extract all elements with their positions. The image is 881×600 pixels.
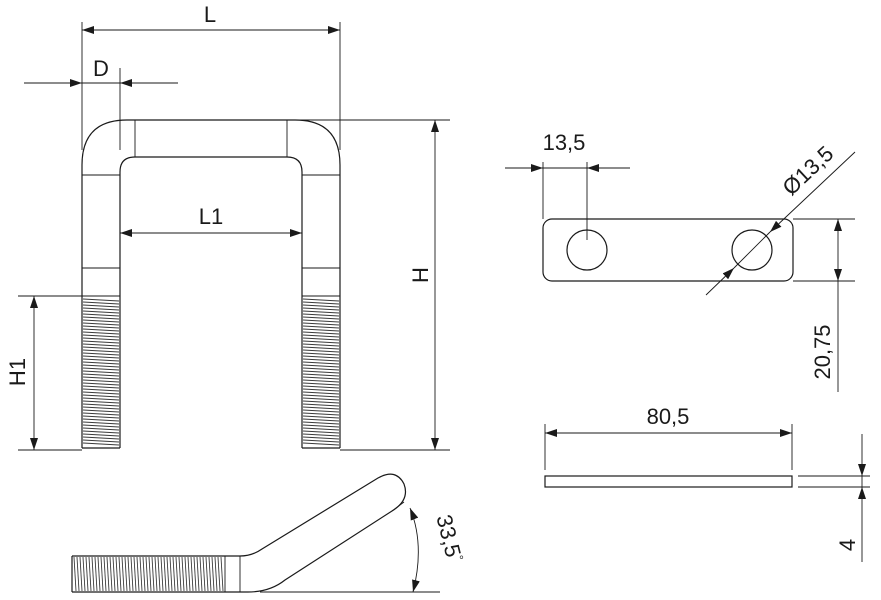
label-h1: H1: [5, 358, 30, 386]
plate-side-view: [544, 475, 793, 488]
label-l: L: [204, 2, 216, 27]
dimension-plate-height: 20,75: [793, 218, 855, 392]
dimension-l1: L1: [120, 204, 302, 237]
label-plate-height: 20,75: [810, 324, 835, 379]
dimension-hole-spacing: 13,5: [505, 130, 630, 240]
dimension-plate-thickness: 4: [798, 434, 870, 562]
label-hole-diameter: Ø13,5: [777, 141, 838, 200]
angle-value: 33,5: [431, 512, 466, 560]
angle-unit: °: [451, 554, 466, 562]
dimension-h: H: [300, 119, 450, 451]
dimension-l: L: [81, 2, 341, 150]
dimension-angle: 33,5°: [260, 501, 467, 593]
dimension-plate-length: 80,5: [544, 404, 793, 470]
left-thread: [82, 298, 120, 446]
right-thread: [302, 298, 340, 446]
label-h: H: [408, 267, 433, 283]
hole-right: [731, 229, 773, 271]
side-thread: [73, 556, 224, 592]
label-angle: 33,5°: [431, 512, 467, 564]
label-hole-spacing: 13,5: [543, 130, 586, 155]
dimension-d: D: [24, 56, 178, 150]
dimension-hole-diameter: Ø13,5: [705, 141, 856, 296]
label-d: D: [93, 56, 109, 81]
label-plate-length: 80,5: [647, 404, 690, 429]
u-bolt-front-view: [81, 119, 341, 449]
label-plate-thickness: 4: [835, 539, 860, 551]
dimension-h1: H1: [5, 295, 82, 451]
u-bolt-side-view: [71, 473, 407, 593]
label-l1: L1: [199, 204, 223, 229]
plate-top-view: [542, 218, 794, 282]
